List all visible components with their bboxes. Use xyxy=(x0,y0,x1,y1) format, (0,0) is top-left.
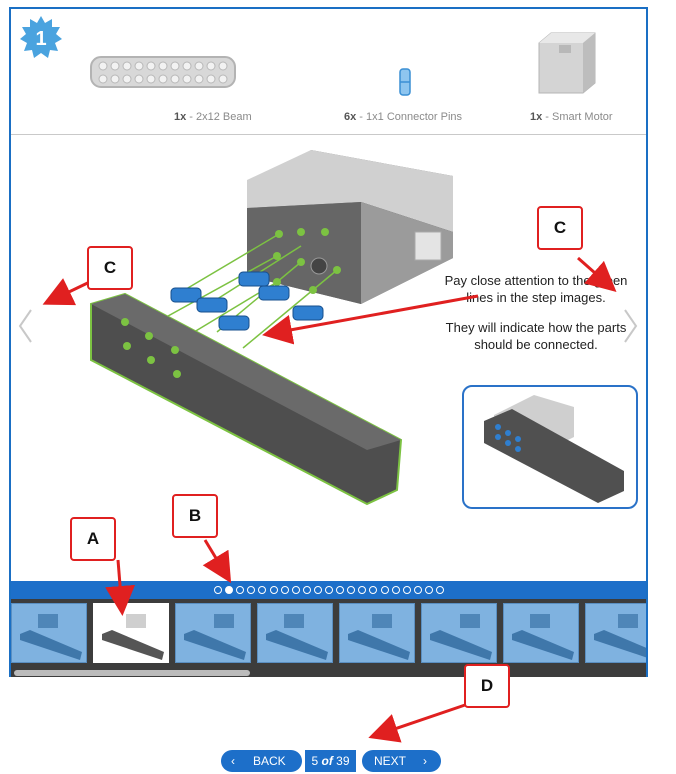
pagination-dot[interactable] xyxy=(313,586,322,594)
thumbnail-strip[interactable] xyxy=(11,599,646,677)
pagination-dot[interactable] xyxy=(391,586,400,594)
step-badge-icon: 1 xyxy=(20,16,62,58)
smart-motor-part-image xyxy=(538,32,596,94)
smart-motor xyxy=(247,150,453,304)
thumbnail-image xyxy=(102,614,164,660)
pagination-dots xyxy=(11,581,646,599)
pagination-dot[interactable] xyxy=(424,586,433,594)
callout-a: A xyxy=(70,517,116,561)
callout-c-left: C xyxy=(87,246,133,290)
step-thumbnail[interactable] xyxy=(503,603,579,663)
step-illustration xyxy=(90,150,453,506)
step-thumbnail[interactable] xyxy=(257,603,333,663)
chevron-left-icon: ‹ xyxy=(231,754,235,768)
part-label-beam: 1x - 2x12 Beam xyxy=(174,111,252,123)
thumbnail-image xyxy=(512,614,574,660)
thumbnail-image xyxy=(430,614,492,660)
pagination-dot[interactable] xyxy=(336,586,345,594)
assembled-preview xyxy=(462,385,638,509)
note-line-2: They will indicate how the parts should … xyxy=(445,320,627,352)
page-counter: 5 of 39 xyxy=(305,750,356,772)
parts-list: 1 1x - 2x12 Beam 6x - 1x1 Connector Pins… xyxy=(11,9,646,135)
pagination-dot[interactable] xyxy=(380,586,389,594)
chevron-right-icon[interactable] xyxy=(623,308,639,344)
thumbnail-image xyxy=(184,614,246,660)
pagination-dot[interactable] xyxy=(247,586,256,594)
step-note: Pay close attention to the green lines i… xyxy=(441,272,631,366)
pagination-dot[interactable] xyxy=(369,586,378,594)
thumbnail-scrollbar[interactable] xyxy=(14,670,250,676)
callout-c-right: C xyxy=(537,206,583,250)
callout-b: B xyxy=(172,494,218,538)
chevron-left-icon[interactable] xyxy=(17,308,33,344)
pagination-dot[interactable] xyxy=(225,586,234,594)
step-thumbnail[interactable] xyxy=(421,603,497,663)
part-label-pins: 6x - 1x1 Connector Pins xyxy=(344,111,463,123)
step-thumbnail[interactable] xyxy=(585,603,646,663)
step-thumbnail[interactable] xyxy=(93,603,169,663)
thumbnail-image xyxy=(348,614,410,660)
pagination-dot[interactable] xyxy=(347,586,356,594)
pagination-dot[interactable] xyxy=(302,586,311,594)
instruction-viewer: 1 1x - 2x12 Beam 6x - 1x1 Connector Pins… xyxy=(9,7,648,677)
thumbnail-image xyxy=(266,614,328,660)
step-thumbnail[interactable] xyxy=(175,603,251,663)
back-button[interactable]: ‹ BACK xyxy=(221,750,302,772)
pagination-dot[interactable] xyxy=(325,586,333,594)
step-image-area: Pay close attention to the green lines i… xyxy=(11,136,646,580)
pagination-dot[interactable] xyxy=(436,586,444,594)
thumbnail-image xyxy=(20,614,82,660)
part-label-motor: 1x - Smart Motor xyxy=(530,111,613,123)
beam-2x12 xyxy=(90,292,403,506)
pagination-dot[interactable] xyxy=(291,586,300,594)
callout-d: D xyxy=(464,664,510,708)
step-thumbnail[interactable] xyxy=(11,603,87,663)
pagination-dot[interactable] xyxy=(402,586,411,594)
assembled-preview-image xyxy=(484,395,624,503)
pagination-dot[interactable] xyxy=(258,586,267,594)
pagination-dot[interactable] xyxy=(358,586,367,594)
pagination-dot[interactable] xyxy=(236,586,245,594)
chevron-right-icon: › xyxy=(423,754,427,768)
pagination-dot[interactable] xyxy=(280,586,289,594)
next-button[interactable]: NEXT › xyxy=(362,750,441,772)
pagination-dot[interactable] xyxy=(413,586,422,594)
arrow-d xyxy=(368,702,469,743)
thumbnail-image xyxy=(594,614,646,658)
pagination-dot[interactable] xyxy=(269,586,278,594)
connector-pin-part-image xyxy=(399,68,411,96)
note-line-1: Pay close attention to the green lines i… xyxy=(444,273,628,305)
step-number: 1 xyxy=(35,28,46,50)
pagination-dot[interactable] xyxy=(214,586,222,594)
step-thumbnail[interactable] xyxy=(339,603,415,663)
beam-part-image xyxy=(90,56,236,88)
